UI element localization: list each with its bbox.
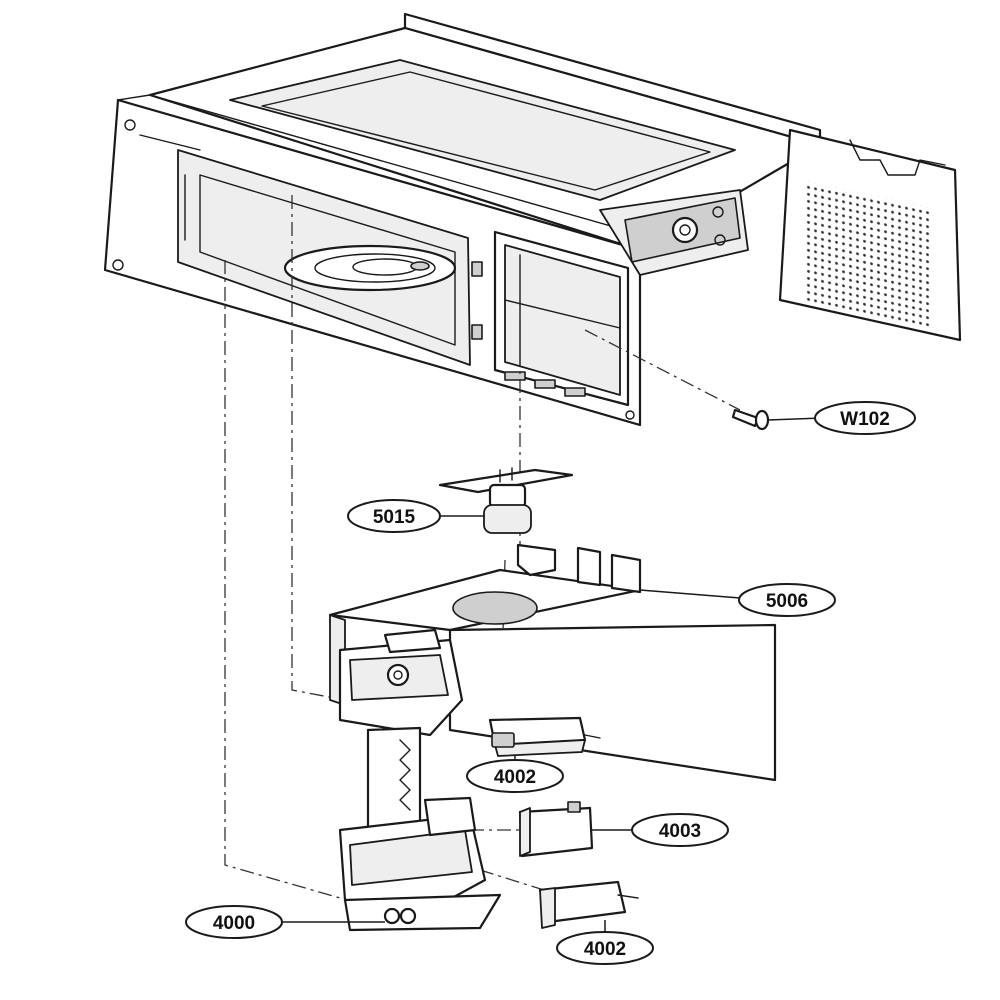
micro-switch-4002-lower	[538, 880, 639, 935]
screw-head	[754, 409, 770, 431]
latch-bracket-5006	[328, 543, 777, 782]
oven-cavity-assembly	[103, 12, 962, 427]
lamp-socket-5015	[438, 467, 574, 534]
latch-pivot-upper	[386, 663, 410, 687]
callout-5015-text: 5015	[373, 507, 416, 528]
micro-switch-4003	[518, 801, 633, 858]
callout-4000-text: 4000	[213, 913, 255, 934]
callout-5006-text: 5006	[766, 591, 808, 612]
callout-4003: 4003	[631, 813, 729, 847]
magnetron-mount	[671, 216, 699, 244]
bracket-tab-left	[576, 546, 602, 587]
callout-4002-lower-text: 4002	[584, 939, 626, 960]
hinge-tab-top	[471, 261, 483, 277]
latch-base	[343, 893, 502, 932]
latch-spine	[366, 726, 422, 837]
callout-w102-text: W102	[840, 409, 890, 430]
micro-switch-4002-upper	[488, 716, 601, 770]
callout-4003-text: 4003	[659, 821, 701, 842]
screw-w102	[731, 408, 823, 431]
callout-5006: 5006	[738, 583, 836, 617]
frame-slot-1	[504, 371, 526, 381]
callout-4002-lower: 4002	[556, 931, 654, 965]
callout-4002-upper: 4002	[466, 759, 564, 793]
frame-slot-2	[534, 379, 556, 389]
frame-slot-3	[564, 387, 586, 397]
bracket-lamp-hole	[452, 591, 538, 625]
lamp-holder	[488, 483, 527, 509]
latch-hook-lower	[423, 796, 477, 837]
latch-hook-top	[383, 628, 442, 654]
hinge-tab-bottom	[471, 324, 483, 340]
callout-4000: 4000	[185, 905, 283, 939]
bracket-tab-right	[610, 553, 642, 594]
door-latch-body-4000	[282, 628, 502, 932]
vent-mesh-area	[805, 181, 930, 328]
cavity-top-emboss	[229, 59, 736, 201]
callout-4002-upper-text: 4002	[494, 767, 536, 788]
turntable-plate	[283, 244, 457, 292]
turntable-hub	[410, 261, 430, 271]
callout-5015: 5015	[347, 499, 441, 533]
screw-shank	[731, 408, 760, 428]
lamp-base	[483, 504, 532, 534]
callout-w102: W102	[814, 401, 916, 435]
bracket-clip	[516, 543, 557, 577]
lamp-bracket	[438, 468, 574, 494]
